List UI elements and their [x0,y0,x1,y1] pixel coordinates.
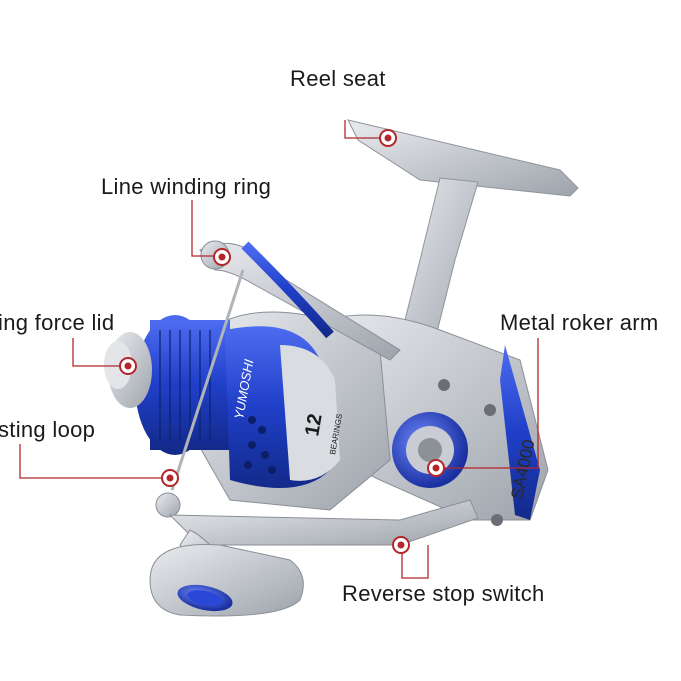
bail-arm [155,240,401,518]
side-drag-knob [392,412,468,488]
marker-metal-arm [427,459,445,477]
reel-seat-part [347,119,579,361]
marker-reel-seat [379,129,397,147]
label-line-winding-ring: Line winding ring [101,174,272,199]
callout-markers [119,129,445,554]
bearings-number: 12 [301,412,327,438]
marker-casting-loop [161,469,179,487]
marker-drag-lid [119,357,137,375]
label-reel-seat: Reel seat [290,66,386,91]
label-reverse-stop-switch: Reverse stop switch [342,581,545,606]
label-casting-loop: sting loop [0,417,96,442]
marker-line-winding-ring [213,248,231,266]
label-metal-roker-arm: Metal roker arm [500,310,659,335]
leader-lines [19,120,539,579]
label-drag-force-lid: ing force lid [0,310,115,335]
marker-reverse-stop [392,536,410,554]
handle-knob [149,543,304,617]
